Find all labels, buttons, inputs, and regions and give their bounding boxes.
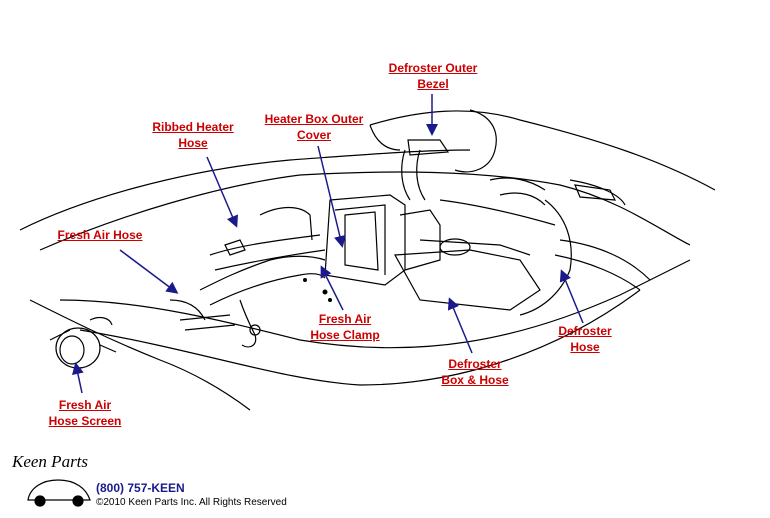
label-defroster-outer-bezel[interactable]: Defroster Outer Bezel	[388, 61, 478, 91]
clamp-fasteners	[303, 278, 332, 302]
arrow-heater-box-outer-cover	[317, 145, 346, 248]
arrow-defroster-box-hose	[447, 297, 473, 354]
footer-phone: (800) 757-KEEN	[96, 481, 185, 495]
arrow-ribbed-heater-hose	[206, 156, 238, 228]
label-fresh-air-hose-screen[interactable]: Fresh Air Hose Screen	[48, 398, 122, 428]
arrow-fresh-air-hose-screen	[72, 362, 84, 394]
car-body-outline	[19, 109, 716, 411]
arrow-fresh-air-hose	[119, 249, 179, 294]
label-heater-box-outer-cover[interactable]: Heater Box Outer Cover	[264, 112, 364, 142]
footer-copyright: ©2010 Keen Parts Inc. All Rights Reserve…	[96, 497, 287, 508]
label-fresh-air-hose-clamp[interactable]: Fresh Air Hose Clamp	[310, 312, 380, 342]
hoses	[169, 139, 617, 348]
label-defroster-hose[interactable]: Defroster Hose	[558, 324, 612, 354]
logo-car	[27, 479, 91, 507]
label-defroster-box-hose[interactable]: Defroster Box & Hose	[441, 357, 509, 387]
label-fresh-air-hose[interactable]: Fresh Air Hose	[57, 228, 143, 242]
callout-arrows	[72, 94, 584, 394]
arrow-defroster-hose	[559, 269, 584, 324]
keen-parts-logo: Keen Parts	[12, 452, 89, 471]
label-ribbed-heater-hose[interactable]: Ribbed Heater Hose	[152, 120, 234, 150]
arrow-fresh-air-hose-clamp	[320, 265, 344, 311]
fresh-air-screen	[49, 316, 117, 369]
